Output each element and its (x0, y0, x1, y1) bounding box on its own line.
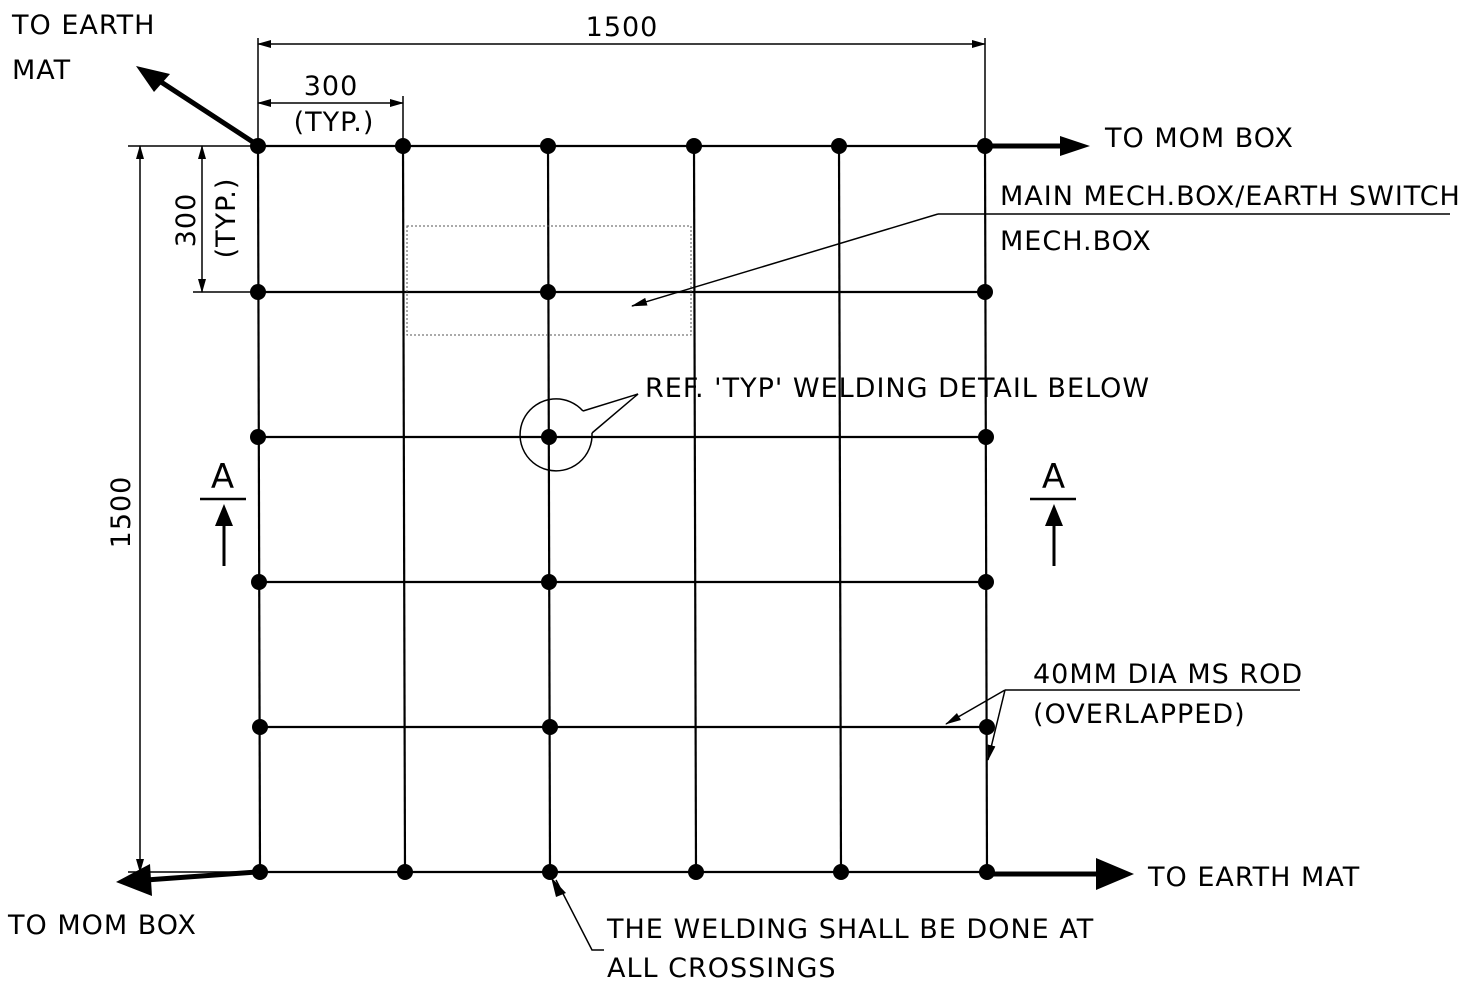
label-to-mom-box-bottom: TO MOM BOX (7, 910, 197, 941)
callout-welding-ref: REF. 'TYP' WELDING DETAIL BELOW (519, 373, 1150, 472)
dim-spacing-v-text: 300 (171, 193, 202, 248)
dimension-overall-width: 1500 (257, 12, 986, 140)
rod-v-3 (546, 145, 552, 873)
section-right-letter: A (1042, 457, 1066, 497)
label-rod-1: 40MM DIA MS ROD (1033, 659, 1303, 690)
dim-spacing-h-text: 300 (304, 71, 359, 102)
weld-joints (250, 138, 995, 880)
weld-joint (542, 864, 558, 880)
rod-v-6 (983, 145, 989, 873)
label-welding-note-2: ALL CROSSINGS (607, 953, 837, 982)
weld-joint (542, 719, 558, 735)
section-marker-left: A (200, 457, 246, 566)
weld-joint (250, 429, 266, 445)
weld-joint (688, 864, 704, 880)
weld-joint (541, 429, 557, 445)
weld-joint (978, 429, 994, 445)
weld-joint (251, 574, 267, 590)
weld-joint (250, 284, 266, 300)
weld-joint (686, 138, 702, 154)
label-to-earth-mat-bottom: TO EARTH MAT (1147, 862, 1360, 893)
label-to-mom-box-top: TO MOM BOX (1104, 123, 1294, 154)
weld-joint (252, 864, 268, 880)
weld-joint (977, 138, 993, 154)
label-to-earth-mat-top-1: TO EARTH (11, 10, 155, 41)
label-rod-2: (OVERLAPPED) (1033, 699, 1246, 730)
label-welding-note-1: THE WELDING SHALL BE DONE AT (606, 914, 1094, 945)
weld-joint (540, 138, 556, 154)
label-mech-box-2: MECH.BOX (1000, 226, 1152, 257)
arrow-to-earth-mat-top (136, 66, 258, 147)
weld-joint (541, 574, 557, 590)
weld-joint (397, 864, 413, 880)
weld-joint (979, 864, 995, 880)
callout-rod: 40MM DIA MS ROD (OVERLAPPED) (945, 659, 1303, 761)
rod-v-2 (401, 145, 407, 873)
section-left-letter: A (211, 457, 235, 497)
weld-joint (252, 719, 268, 735)
weld-joint (831, 138, 847, 154)
dim-overall-width-text: 1500 (586, 12, 659, 43)
dimension-spacing-v: 300 (TYP.) (171, 145, 252, 293)
dim-spacing-v-typ: (TYP.) (211, 178, 242, 259)
dim-spacing-h-typ: (TYP.) (294, 107, 375, 138)
arrow-to-earth-mat-bottom (992, 858, 1134, 890)
arrow-to-mom-box-bottom (116, 864, 257, 896)
weld-joint (540, 284, 556, 300)
weld-joint (395, 138, 411, 154)
grid-rods (256, 144, 989, 874)
rod-v-1 (256, 145, 262, 873)
section-marker-right: A (1030, 457, 1076, 566)
weld-joint (978, 574, 994, 590)
arrow-to-mom-box-top (990, 136, 1090, 156)
mech-box-outline (406, 225, 692, 336)
label-welding-ref: REF. 'TYP' WELDING DETAIL BELOW (645, 373, 1150, 404)
weld-joint (833, 864, 849, 880)
rod-v-5 (837, 145, 843, 873)
dim-overall-height-text: 1500 (106, 476, 137, 549)
callout-mech-box: MAIN MECH.BOX/EARTH SWITCH MECH.BOX (631, 181, 1461, 307)
weld-joint (979, 719, 995, 735)
weld-joint (977, 284, 993, 300)
rod-v-4 (692, 145, 698, 873)
dimension-spacing-h: 300 (TYP.) (257, 71, 404, 140)
callout-welding-note: THE WELDING SHALL BE DONE AT ALL CROSSIN… (551, 877, 1094, 982)
label-mech-box-1: MAIN MECH.BOX/EARTH SWITCH (1000, 181, 1461, 212)
label-to-earth-mat-top-2: MAT (12, 55, 71, 86)
